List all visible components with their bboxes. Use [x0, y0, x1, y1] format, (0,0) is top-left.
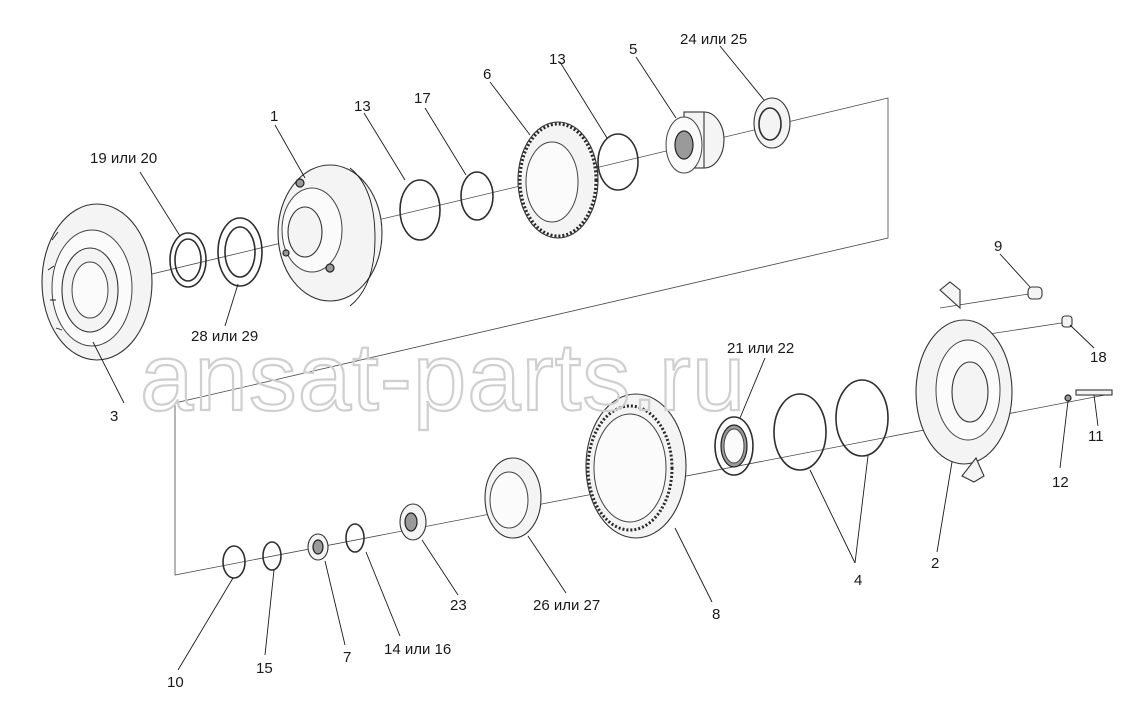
part-8-ring-gear [585, 393, 687, 539]
part-2-housing [915, 281, 1013, 483]
callout-10: 10 [167, 674, 184, 691]
callout-21: 21 или 22 [727, 340, 794, 357]
callout-18: 18 [1090, 349, 1107, 366]
callout-28: 28 или 29 [191, 328, 258, 345]
callout-9: 9 [994, 238, 1002, 255]
callout-26: 26 или 27 [533, 597, 600, 614]
callout-14: 14 или 16 [384, 641, 451, 658]
callout-11: 11 [1088, 428, 1104, 445]
callout-12: 12 [1052, 474, 1069, 491]
part-23-bearing [399, 503, 427, 541]
callout-5: 5 [629, 41, 637, 58]
part-6-gear [517, 121, 599, 239]
callout-24: 24 или 25 [680, 31, 747, 48]
callout-6: 6 [483, 66, 491, 83]
callout-19: 19 или 20 [90, 150, 157, 167]
part-17-retaining-ring [460, 171, 494, 221]
part-3-cover [41, 203, 153, 361]
part-11-bolt [1075, 389, 1113, 396]
callout-23: 23 [450, 597, 467, 614]
part-15-ring [262, 541, 282, 571]
part-14-ring [345, 523, 365, 553]
watermark: ansat-parts.ru [140, 324, 746, 431]
part-28-bearing [217, 217, 263, 287]
callout-labels: 1 2 3 4 5 6 7 8 9 10 11 12 13 13 14 или … [90, 31, 1107, 691]
part-9-plug [1027, 286, 1043, 300]
callout-13-right: 13 [549, 51, 566, 68]
callout-1: 1 [270, 108, 278, 125]
part-4-o-rings [773, 379, 889, 471]
axis-to-part-9 [939, 292, 1036, 309]
callout-8: 8 [712, 606, 720, 623]
part-18-plug [1061, 315, 1073, 328]
part-26-bearing [484, 457, 542, 539]
part-21-seal [714, 416, 754, 476]
part-1-carrier [277, 164, 383, 307]
part-13-snap-ring-right [597, 133, 639, 191]
callout-2: 2 [931, 555, 939, 572]
part-24-bearing [753, 97, 791, 149]
callout-13-left: 13 [354, 98, 371, 115]
part-13-snap-ring-left [399, 179, 441, 241]
callout-17: 17 [414, 90, 431, 107]
callout-3: 3 [110, 408, 118, 425]
leader-lines [92, 45, 1099, 671]
part-5-sleeve [665, 111, 725, 174]
part-7-nut [307, 533, 329, 561]
part-12-washer [1064, 394, 1072, 402]
callout-4: 4 [854, 572, 862, 589]
part-19-ring [169, 232, 207, 288]
callout-7: 7 [343, 649, 351, 666]
callout-15: 15 [256, 660, 273, 677]
part-10-ring [222, 545, 246, 579]
